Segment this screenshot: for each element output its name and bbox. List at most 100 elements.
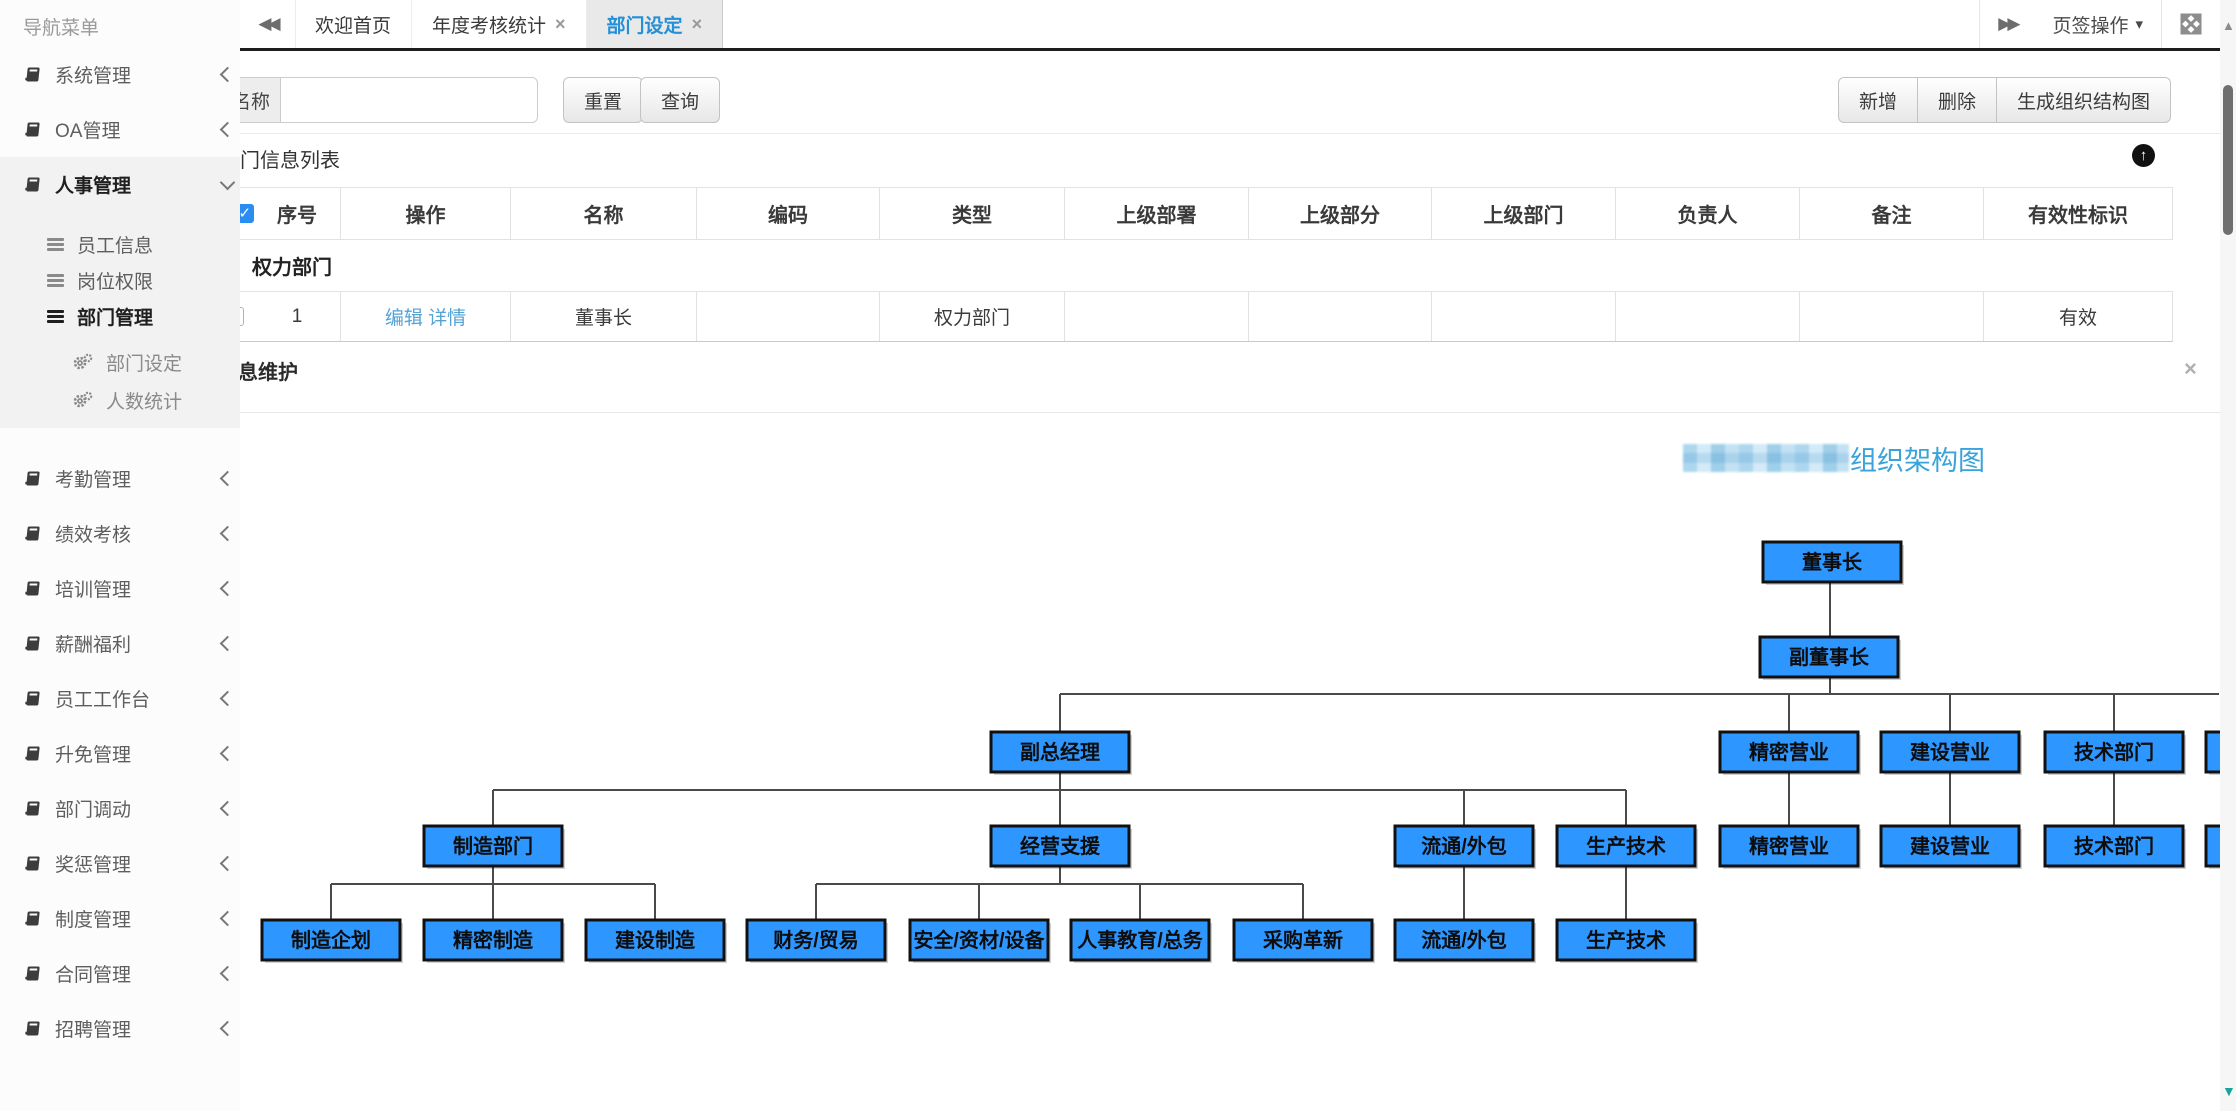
tab-operations-dropdown[interactable]: 页签操作 ▾ xyxy=(2034,0,2161,48)
sidebar-item[interactable]: 部门设定 xyxy=(0,342,312,382)
sidebar-item[interactable]: 岗位权限 xyxy=(0,260,287,300)
svg-text:安全/资材/设备: 安全/资材/设备 xyxy=(913,928,1045,952)
book-icon xyxy=(25,526,40,540)
sidebar-item[interactable]: 招聘管理 xyxy=(0,1008,263,1048)
reset-button[interactable]: 重置 xyxy=(563,77,644,123)
search-label: 名称 xyxy=(240,77,280,123)
chevron-left-icon xyxy=(219,965,236,981)
sidebar-item[interactable]: 考勤管理 xyxy=(0,458,263,498)
org-node xyxy=(2204,824,2220,869)
table-group-cell: 权力部门 xyxy=(252,240,852,291)
tabs-scroll-left-icon[interactable]: ◀◀ xyxy=(240,0,296,48)
gears-icon xyxy=(73,391,93,408)
row-checkbox[interactable] xyxy=(240,307,244,326)
divider xyxy=(240,133,2220,134)
tab-active[interactable]: 部门设定 × xyxy=(586,0,724,48)
row-action-link[interactable]: 编辑 xyxy=(384,308,423,329)
org-node: 精密制造 xyxy=(422,918,565,963)
cell-value: 权力部门 xyxy=(880,292,1065,341)
sidebar-item[interactable]: 人数统计 xyxy=(0,380,312,420)
cell-seq: 1 xyxy=(254,292,341,341)
search-input[interactable] xyxy=(280,77,538,123)
select-all-checkbox[interactable] xyxy=(240,204,254,223)
sidebar-item[interactable]: 培训管理 xyxy=(0,568,263,608)
svg-text:副总经理: 副总经理 xyxy=(1020,740,1100,764)
delete-button[interactable]: 删除 xyxy=(1918,77,1998,123)
svg-text:流通/外包: 流通/外包 xyxy=(1421,928,1507,952)
generate-orgchart-button[interactable]: 生成组织结构图 xyxy=(1997,77,2172,123)
sidebar-item-label: 部门设定 xyxy=(106,353,183,375)
org-node: 技术部门 xyxy=(2043,824,2186,869)
table-checkbox-cell xyxy=(240,188,254,239)
svg-text:生产技术: 生产技术 xyxy=(1586,834,1666,858)
cell-value xyxy=(1065,292,1249,341)
sidebar-item[interactable]: OA管理 xyxy=(0,109,263,149)
sidebar-item[interactable]: 绩效考核 xyxy=(0,513,263,553)
org-node: 建设制造 xyxy=(584,918,727,963)
org-node: 采购革新 xyxy=(1232,918,1375,963)
sidebar-item[interactable]: 部门调动 xyxy=(0,788,263,828)
org-node: 流通/外包 xyxy=(1393,824,1536,869)
scrollbar-down-icon[interactable]: ▼ xyxy=(2222,1083,2236,1099)
tab-label: 部门设定 xyxy=(606,15,683,37)
cell-value xyxy=(697,292,880,341)
sidebar-item-label: 培训管理 xyxy=(55,579,132,601)
scrollbar-thumb[interactable] xyxy=(2223,85,2233,235)
tabs-scroll-right-icon[interactable]: ▶▶ xyxy=(1998,14,2020,33)
tab-close-icon[interactable]: × xyxy=(691,13,703,34)
sidebar-item[interactable]: 升免管理 xyxy=(0,733,263,773)
sidebar-title: 导航菜单 xyxy=(23,18,100,39)
org-node: 制造部门 xyxy=(422,824,565,869)
column-header: 上级部分 xyxy=(1249,188,1432,239)
sidebar-item-label: 系统管理 xyxy=(55,65,132,87)
sidebar-item[interactable]: 奖惩管理 xyxy=(0,843,263,883)
scrollbar-up-icon[interactable]: ▲ xyxy=(2222,18,2235,33)
tab-label: 年度考核统计 xyxy=(432,15,547,37)
sidebar-item-label: OA管理 xyxy=(55,120,121,142)
sidebar-item[interactable]: 部门管理 xyxy=(0,296,287,336)
book-icon xyxy=(25,746,40,760)
sidebar-item[interactable]: 系统管理 xyxy=(0,54,263,94)
cell-value: 有效 xyxy=(1984,292,2173,341)
book-icon xyxy=(25,67,40,81)
gears-icon xyxy=(73,353,93,370)
chevron-left-icon xyxy=(219,525,236,541)
column-header: 序号 xyxy=(254,188,341,239)
org-node: 制造企划 xyxy=(260,918,403,963)
sidebar-item[interactable]: 人事管理 xyxy=(0,164,263,204)
svg-text:建设营业: 建设营业 xyxy=(1910,834,1990,858)
sidebar-item[interactable]: 薪酬福利 xyxy=(0,623,263,663)
org-node: 建设营业 xyxy=(1879,730,2022,775)
chevron-left-icon xyxy=(219,855,236,871)
collapse-panel-icon[interactable]: ↑ xyxy=(2132,144,2155,167)
tab-item[interactable]: 年度考核统计 × xyxy=(412,0,587,48)
query-button[interactable]: 查询 xyxy=(640,77,721,123)
tab-close-icon[interactable]: × xyxy=(555,13,566,34)
row-action-link[interactable]: 详情 xyxy=(428,308,467,329)
sidebar-item[interactable]: 合同管理 xyxy=(0,953,263,993)
sidebar-item-label: 升免管理 xyxy=(55,744,132,766)
chevron-left-icon xyxy=(219,635,236,651)
svg-text:人事教育/总务: 人事教育/总务 xyxy=(1077,928,1204,952)
sidebar-item[interactable]: 员工工作台 xyxy=(0,678,263,718)
sidebar-item[interactable]: 制度管理 xyxy=(0,898,263,938)
add-button[interactable]: 新增 xyxy=(1838,77,1919,123)
svg-text:建设营业: 建设营业 xyxy=(1910,740,1990,764)
sidebar-item[interactable]: 员工信息 xyxy=(0,224,287,264)
fullscreen-icon[interactable] xyxy=(2162,0,2220,48)
sidebar-item-label: 员工信息 xyxy=(77,235,154,257)
tab-item[interactable]: 欢迎首页 xyxy=(295,0,413,48)
menu-icon xyxy=(47,272,64,289)
book-icon xyxy=(25,1021,40,1035)
svg-text:制造部门: 制造部门 xyxy=(453,834,533,858)
column-header: 类型 xyxy=(880,188,1065,239)
org-node: 经营支援 xyxy=(989,824,1132,869)
chevron-left-icon xyxy=(219,470,236,486)
page-scrollbar[interactable]: ▲ ▼ xyxy=(2220,0,2236,1111)
svg-text:制造企划: 制造企划 xyxy=(291,928,371,952)
sidebar-item-label: 部门调动 xyxy=(55,799,132,821)
close-panel-icon[interactable]: × xyxy=(2184,356,2197,381)
book-icon xyxy=(25,911,40,925)
menu-icon xyxy=(47,236,64,253)
